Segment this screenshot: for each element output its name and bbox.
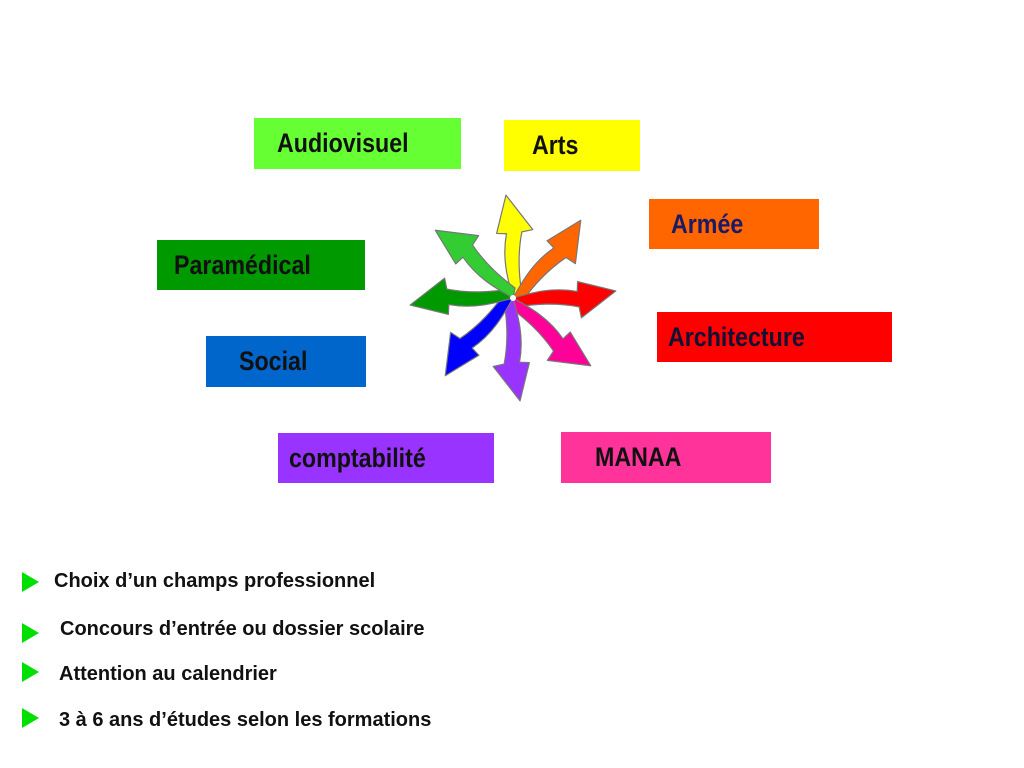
swirl-arrow — [512, 281, 617, 319]
field-label-audiovisuel: Audiovisuel — [277, 128, 409, 158]
field-label-comptabilite: comptabilité — [289, 442, 426, 473]
field-box-architecture: Architecture — [657, 312, 892, 362]
field-label-manaa: MANAA — [595, 442, 682, 472]
bullet-text: Choix d’un champs professionnel — [54, 570, 376, 592]
field-box-paramedical: Paramédical — [157, 240, 365, 290]
field-label-armee: Armée — [671, 208, 744, 239]
bullet-text: 3 à 6 ans d’études selon les formations — [59, 709, 432, 731]
field-label-paramedical: Paramédical — [174, 249, 311, 280]
swirl-arrow — [496, 194, 534, 299]
field-box-arts: Arts — [504, 120, 640, 171]
swirl-hub — [510, 295, 516, 301]
bullet-text: Concours d’entrée ou dossier scolaire — [60, 618, 425, 640]
rainbow-swirl-arrows-icon — [409, 194, 617, 402]
swirl-arrow — [512, 219, 582, 301]
field-box-comptabilite: comptabilité — [278, 433, 494, 483]
swirl-arrow — [444, 295, 514, 377]
swirl-arrow — [492, 297, 530, 402]
field-label-social: Social — [239, 346, 308, 376]
bullet-text: Attention au calendrier — [59, 663, 277, 685]
swirl-arrow — [409, 277, 514, 315]
field-label-architecture: Architecture — [668, 321, 805, 352]
field-label-arts: Arts — [532, 130, 579, 160]
green-triangle-bullet-icon — [22, 708, 39, 728]
field-box-audiovisuel: Audiovisuel — [254, 118, 461, 169]
green-triangle-bullet-icon — [22, 623, 39, 643]
field-box-social: Social — [206, 336, 366, 387]
field-box-armee: Armée — [649, 199, 819, 249]
green-triangle-bullet-icon — [22, 662, 39, 682]
green-triangle-bullet-icon — [22, 572, 39, 592]
swirl-arrow — [510, 297, 592, 367]
field-box-manaa: MANAA — [561, 432, 771, 483]
swirl-arrow — [434, 229, 516, 299]
